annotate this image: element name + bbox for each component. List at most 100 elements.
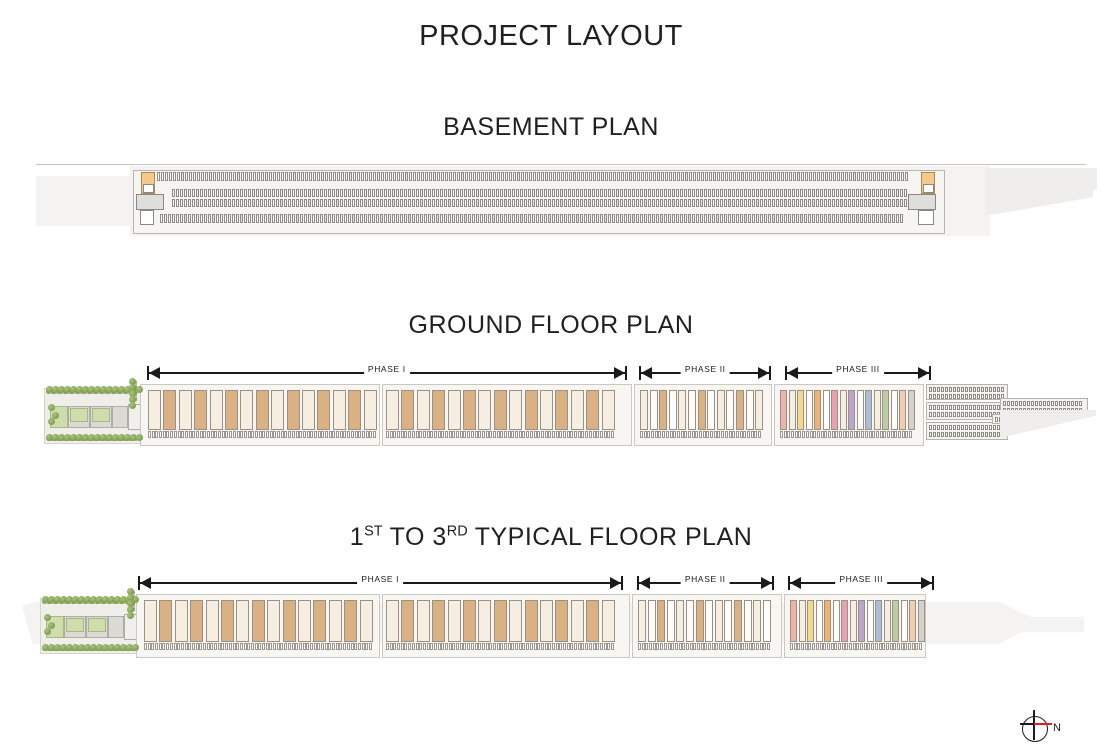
parking-stall (505, 172, 508, 181)
basement-core-west (143, 184, 154, 193)
tree-icon (76, 434, 83, 441)
parking-stall (880, 189, 883, 197)
parking-stall (772, 199, 775, 207)
parking-stall (668, 189, 671, 197)
parking-stall (573, 172, 576, 181)
typical-dim-arrow-right-1 (760, 577, 772, 589)
parking-stall (980, 425, 984, 430)
parking-stall (264, 199, 267, 207)
tree-icon (126, 644, 133, 651)
parking-stall (737, 172, 740, 181)
parking-stall (432, 199, 435, 207)
service-cell (805, 431, 809, 438)
parking-stall (500, 189, 503, 197)
parking-stall (400, 199, 403, 207)
service-cell (441, 643, 445, 650)
service-cell (574, 431, 578, 438)
parking-stall (256, 189, 259, 197)
tree-icon (48, 404, 55, 411)
parking-stall (976, 387, 980, 392)
parking-stall (881, 172, 884, 181)
parking-stall (852, 214, 855, 223)
parking-stall (869, 172, 872, 181)
parking-stall (336, 214, 339, 223)
basement-plan-title: BASEMENT PLAN (443, 113, 659, 141)
parking-stall (352, 214, 355, 223)
floor-unit (797, 390, 804, 430)
service-cell (691, 431, 695, 438)
parking-stall (956, 425, 961, 430)
floor-unit (659, 390, 668, 430)
parking-stall (272, 189, 275, 197)
parking-stall (544, 214, 547, 223)
service-cell (317, 643, 321, 650)
service-cell (837, 643, 841, 650)
parking-stall (952, 425, 957, 430)
parking-stall (744, 189, 747, 197)
parking-stall (472, 214, 475, 223)
parking-stall (356, 199, 359, 207)
ground-dim-arrow-left-2 (786, 367, 798, 379)
service-cell (232, 431, 236, 438)
parking-stall (276, 189, 279, 197)
parking-stall (380, 214, 383, 223)
floor-unit (647, 600, 656, 642)
parking-stall (952, 394, 957, 399)
parking-stall (412, 214, 415, 223)
parking-stall (212, 214, 215, 223)
parking-stall (637, 172, 640, 181)
parking-stall (748, 189, 751, 197)
parking-stall (708, 214, 711, 223)
service-cell (415, 643, 419, 650)
parking-stall (988, 387, 992, 392)
parking-stall (572, 214, 575, 223)
basement-site-boundary-right (985, 168, 1097, 190)
tree-icon (129, 384, 136, 391)
parking-stall (165, 172, 168, 181)
service-cell (652, 643, 656, 650)
parking-stall (1070, 401, 1074, 406)
parking-stall (524, 199, 527, 207)
parking-stall (392, 199, 395, 207)
tree-icon (129, 396, 136, 403)
parking-stall (800, 214, 803, 223)
service-cell (853, 431, 857, 438)
parking-stall (633, 172, 636, 181)
parking-stall (484, 199, 487, 207)
parking-stall (428, 189, 431, 197)
parking-stall (329, 172, 332, 181)
basement-plan-drawing (0, 158, 1102, 248)
tree-icon (129, 402, 136, 409)
parking-stall (328, 199, 331, 207)
parking-stall (204, 189, 207, 197)
parking-stall (960, 425, 965, 430)
service-cell (684, 431, 688, 438)
tree-icon (124, 434, 131, 441)
service-cell (581, 431, 585, 438)
service-cell (682, 643, 686, 650)
service-cell (599, 431, 603, 438)
parking-stall (900, 199, 903, 207)
service-cell (291, 643, 295, 650)
parking-stall (995, 417, 999, 422)
floor-unit (298, 600, 311, 642)
parking-stall (352, 189, 355, 197)
parking-stall (720, 199, 723, 207)
parking-stall (516, 214, 519, 223)
parking-stall (237, 172, 240, 181)
parking-stall (424, 189, 427, 197)
parking-stall (824, 199, 827, 207)
parking-stall (1038, 401, 1043, 406)
parking-stall (260, 199, 263, 207)
tree-icon (64, 434, 71, 441)
parking-stall (756, 199, 759, 207)
service-cell (518, 643, 522, 650)
parking-stall (420, 199, 423, 207)
parking-stall (944, 394, 949, 399)
service-cell (649, 643, 653, 650)
service-cell (599, 643, 603, 650)
parking-stall (636, 214, 639, 223)
parking-row (929, 394, 1005, 399)
parking-stall (809, 172, 812, 181)
parking-stall (952, 405, 957, 410)
